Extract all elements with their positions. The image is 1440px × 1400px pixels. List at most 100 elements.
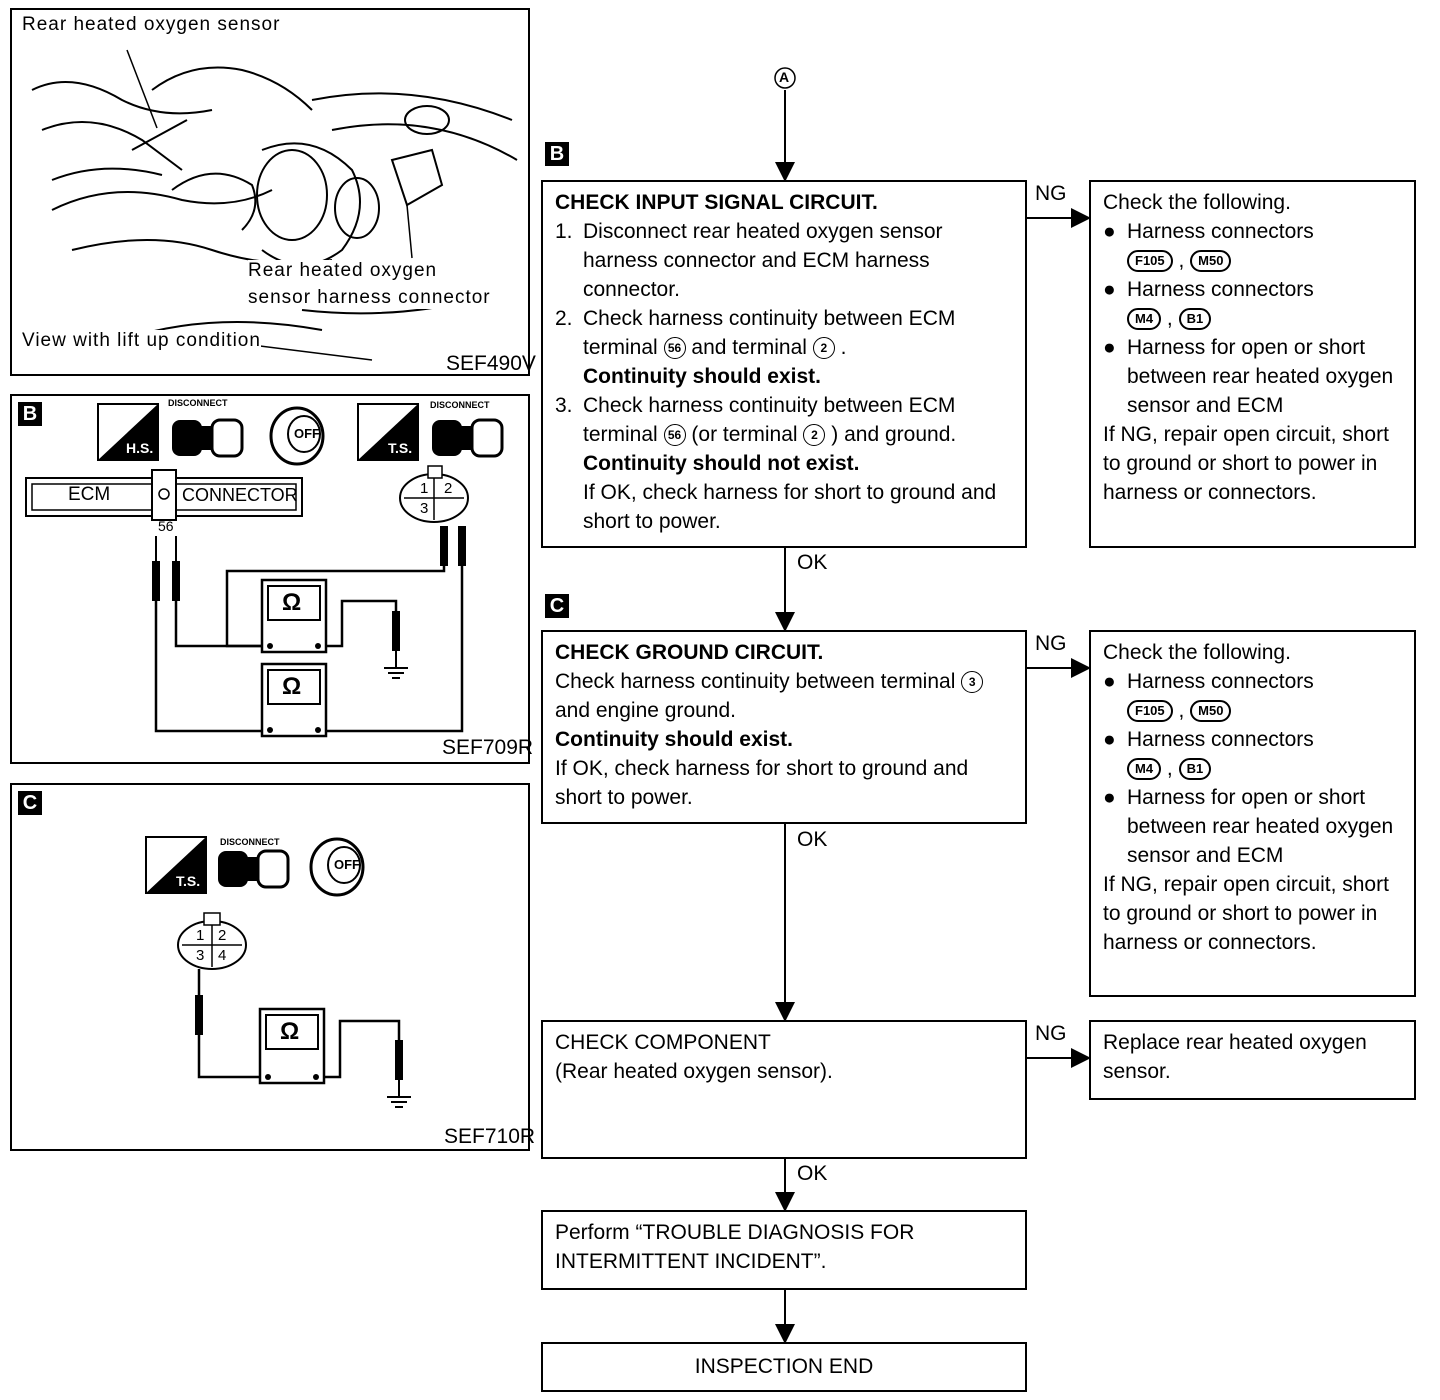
- step-text: and terminal: [691, 336, 807, 359]
- box-b-step-1: 1. Disconnect rear heated oxygen sensor h…: [555, 217, 1013, 304]
- bullet-text: Harness connectors: [1127, 220, 1314, 243]
- off-label: OFF: [334, 857, 360, 872]
- connector-badge: B1: [1178, 308, 1212, 331]
- comma: ,: [1166, 307, 1173, 330]
- disconnect-icon: [432, 418, 504, 458]
- ng-bullet: ● Harness for open or short between rear …: [1103, 783, 1402, 870]
- ng-bullet: ●Harness connectors F105 , M50: [1103, 667, 1402, 725]
- bullet-text: Harness connectors: [1127, 670, 1314, 693]
- terminal-56-label: 56: [158, 518, 174, 534]
- ng-tail: If NG, repair open circuit, short to gro…: [1103, 423, 1389, 504]
- bullet-text: Harness for open or short between rear h…: [1127, 336, 1394, 417]
- pin-1: 1: [196, 927, 205, 944]
- fig1-title: Rear heated oxygen sensor: [22, 14, 281, 35]
- step-b-marker: B: [545, 142, 569, 166]
- connector-badge: F105: [1127, 250, 1173, 273]
- disconnect-label: DISCONNECT: [168, 398, 228, 408]
- pin-3: 3: [196, 947, 205, 964]
- terminal-badge: 56: [663, 337, 686, 360]
- ts-label: T.S.: [176, 873, 201, 889]
- connector-badge: B1: [1178, 758, 1212, 781]
- bullet-icon: ●: [1103, 278, 1116, 301]
- inspection-end-text: INSPECTION END: [694, 1355, 874, 1378]
- fig2-code: SEF709R: [442, 736, 534, 759]
- bullet-icon: ●: [1103, 220, 1116, 243]
- fig2-step-marker: B: [18, 402, 42, 426]
- fig3-step-marker: C: [18, 791, 42, 815]
- continuity-requirement: Continuity should exist.: [583, 365, 822, 388]
- step-number: 1.: [555, 220, 573, 243]
- comma: ,: [1166, 757, 1173, 780]
- step-number: 2.: [555, 307, 573, 330]
- pin-3: 3: [420, 500, 429, 517]
- disconnect-icon: [218, 849, 290, 889]
- ng-replace-box: Replace rear heated oxygen sensor.: [1089, 1020, 1416, 1100]
- terminal-badge: 2: [803, 424, 826, 447]
- bullet-text: Harness connectors: [1127, 278, 1314, 301]
- ok-label-b: OK: [797, 551, 828, 574]
- terminal-badge: 56: [663, 424, 686, 447]
- box-b-title: CHECK INPUT SIGNAL CIRCUIT.: [555, 191, 878, 214]
- step-text: (or terminal: [691, 423, 798, 446]
- disconnect-label: DISCONNECT: [220, 837, 280, 847]
- bullet-icon: ●: [1103, 728, 1116, 751]
- connector-badge: M50: [1190, 700, 1232, 723]
- fig2-circuit-diagram: [25, 403, 504, 738]
- box-b-step-3: 3.Check harness continuity between ECM t…: [555, 391, 1013, 536]
- terminal-badge: 2: [812, 337, 835, 360]
- ng-bullet: ● Harness connectors M4 , B1: [1103, 725, 1402, 783]
- continuity-requirement: Continuity should not exist.: [583, 452, 860, 475]
- hs-label: H.S.: [126, 440, 154, 456]
- ng-bullet: ●Harness connectors F105 , M50: [1103, 217, 1402, 275]
- pin-2: 2: [218, 927, 227, 944]
- replace-text: Replace rear heated oxygen sensor.: [1103, 1031, 1367, 1083]
- step-text: .: [840, 336, 847, 359]
- terminal-badge: 3: [961, 671, 984, 694]
- figure-input-signal-check: B: [10, 394, 534, 764]
- off-label: OFF: [294, 426, 320, 441]
- fig1-code: SEF490V: [446, 352, 536, 375]
- box-c-instruction: Check harness continuity between termina…: [555, 667, 1013, 725]
- pin-2: 2: [444, 480, 453, 497]
- check-component-box: CHECK COMPONENT (Rear heated oxygen sens…: [541, 1020, 1027, 1159]
- perform-text: Perform “TROUBLE DIAGNOSIS FOR INTERMITT…: [555, 1221, 915, 1273]
- fig1-connector-label-2: sensor harness connector: [248, 287, 491, 309]
- ng-check-box-1: Check the following. ●Harness connectors…: [1089, 180, 1416, 548]
- ecm-label: ECM: [68, 484, 111, 505]
- bullet-icon: ●: [1103, 670, 1116, 693]
- fig3-code: SEF710R: [444, 1125, 536, 1148]
- step-text: Disconnect rear heated oxygen sensor har…: [583, 220, 943, 301]
- ok-label-comp: OK: [797, 1162, 828, 1185]
- connector-badge: M4: [1127, 758, 1162, 781]
- check-ground-circuit-box: CHECK GROUND CIRCUIT. Check harness cont…: [541, 630, 1027, 824]
- ng-tail: If NG, repair open circuit, short to gro…: [1103, 873, 1389, 954]
- connector-badge: M4: [1127, 308, 1162, 331]
- figure-sensor-location: Rear heated oxygen sensor Rear heated ox…: [10, 8, 536, 376]
- ohm-symbol: Ω: [282, 673, 302, 700]
- continuity-requirement: Continuity should exist.: [555, 728, 794, 751]
- start-marker: A: [779, 69, 790, 85]
- comma: ,: [1178, 699, 1185, 722]
- perform-diagnosis-box: Perform “TROUBLE DIAGNOSIS FOR INTERMITT…: [541, 1210, 1027, 1290]
- disconnect-icon: [172, 418, 244, 458]
- fig1-view-label: View with lift up condition: [22, 330, 261, 352]
- bullet-icon: ●: [1103, 786, 1116, 809]
- ng-bullet: ● Harness connectors M4 , B1: [1103, 275, 1402, 333]
- bullet-text: Harness connectors: [1127, 728, 1314, 751]
- ts-label: T.S.: [388, 440, 413, 456]
- step-note: If OK, check harness for short to ground…: [555, 757, 969, 809]
- check-input-signal-circuit-box: CHECK INPUT SIGNAL CIRCUIT. 1. Disconnect…: [541, 180, 1027, 548]
- key-off-icon: [269, 406, 325, 466]
- step-text: Check harness continuity between termina…: [555, 670, 956, 693]
- step-text: ) and ground.: [831, 423, 957, 446]
- bullet-icon: ●: [1103, 336, 1116, 359]
- figure-ground-check: C DISCON: [10, 783, 535, 1151]
- key-off-icon: [309, 837, 365, 897]
- ng-bullet: ● Harness for open or short between rear …: [1103, 333, 1402, 420]
- comma: ,: [1178, 249, 1185, 272]
- ng-check-box-2: Check the following. ● Harness connectors…: [1089, 630, 1416, 997]
- ng-head: Check the following.: [1103, 641, 1291, 664]
- box-c-title: CHECK GROUND CIRCUIT.: [555, 641, 824, 664]
- bullet-text: Harness for open or short between rear h…: [1127, 786, 1394, 867]
